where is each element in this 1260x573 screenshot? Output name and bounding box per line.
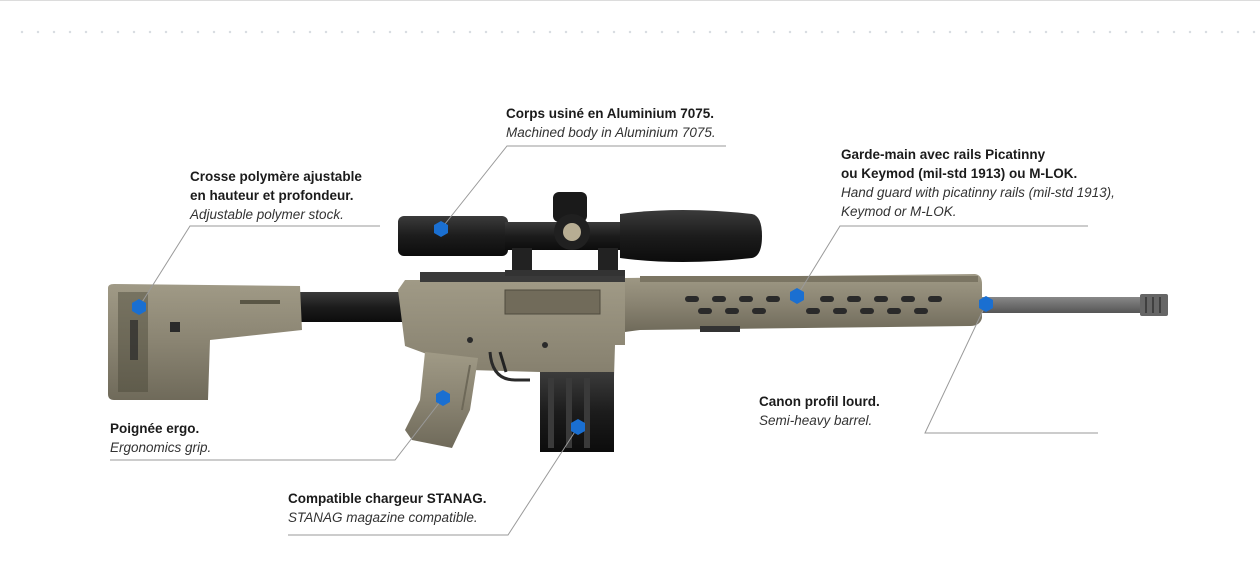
marker-stock-icon	[132, 299, 146, 315]
callout-stock-en: Adjustable polymer stock.	[190, 207, 344, 222]
marker-barrel-icon	[979, 296, 993, 312]
callout-grip: Poignée ergo. Ergonomics grip.	[110, 419, 211, 457]
callout-magazine: Compatible chargeur STANAG. STANAG magaz…	[288, 489, 487, 527]
marker-grip-icon	[436, 390, 450, 406]
buffer-tube	[290, 292, 415, 322]
decorative-dot-row	[14, 30, 1260, 34]
marker-body-icon	[434, 221, 448, 237]
callout-stock: Crosse polymère ajustable en hauteur et …	[190, 167, 362, 224]
scope	[398, 192, 762, 276]
callout-barrel-fr: Canon profil lourd.	[759, 394, 880, 409]
callout-body: Corps usiné en Aluminium 7075. Machined …	[506, 104, 716, 142]
callout-magazine-en: STANAG magazine compatible.	[288, 510, 478, 525]
barrel	[970, 294, 1168, 316]
callout-grip-en: Ergonomics grip.	[110, 440, 212, 455]
callout-barrel-en: Semi-heavy barrel.	[759, 413, 873, 428]
leader-lines	[110, 145, 1098, 536]
callout-handguard: Garde-main avec rails Picatinny ou Keymo…	[841, 145, 1115, 221]
callout-body-fr: Corps usiné en Aluminium 7075.	[506, 106, 715, 121]
callout-stock-fr: Crosse polymère ajustable en hauteur et …	[190, 169, 362, 203]
magazine	[540, 372, 614, 452]
callout-grip-fr: Poignée ergo.	[110, 421, 200, 436]
callout-markers	[132, 221, 993, 435]
marker-handguard-icon	[790, 288, 804, 304]
marker-magazine-icon	[571, 419, 585, 435]
handguard	[625, 274, 982, 332]
callout-handguard-en: Hand guard with picatinny rails (mil-std…	[841, 185, 1115, 219]
callout-body-en: Machined body in Aluminium 7075.	[506, 125, 716, 140]
callout-magazine-fr: Compatible chargeur STANAG.	[288, 491, 487, 506]
top-divider	[0, 0, 1260, 1]
callout-barrel: Canon profil lourd. Semi-heavy barrel.	[759, 392, 880, 430]
callout-handguard-fr: Garde-main avec rails Picatinny ou Keymo…	[841, 147, 1078, 181]
